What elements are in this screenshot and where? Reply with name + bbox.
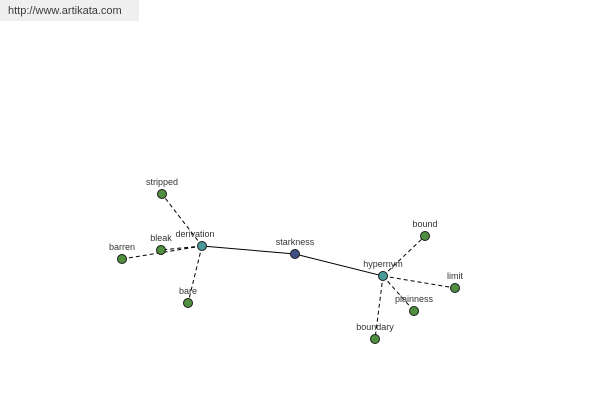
node-center[interactable]: starkness	[276, 237, 315, 259]
edge-hypernym-bound	[382, 235, 426, 277]
node-word-plainness[interactable]: plainness	[395, 294, 434, 316]
node-word-bound-label: bound	[412, 219, 437, 229]
node-word-plainness-marker[interactable]	[409, 306, 419, 316]
edge-center-hypernym	[294, 253, 384, 277]
node-word-bound-marker[interactable]	[420, 231, 430, 241]
node-word-bare[interactable]: bare	[179, 286, 197, 308]
node-word-bare-label: bare	[179, 286, 197, 296]
node-word-barren-marker[interactable]	[117, 254, 127, 264]
node-word-plainness-label: plainness	[395, 294, 434, 304]
node-relation-derivation[interactable]: derivation	[175, 229, 215, 251]
node-word-boundary-marker[interactable]	[370, 334, 380, 344]
node-word-limit-label: limit	[447, 271, 463, 281]
node-word-limit[interactable]: limit	[447, 271, 463, 293]
node-center-label: starkness	[276, 237, 315, 247]
edge-derivation-bare	[187, 245, 203, 304]
node-word-bare-marker[interactable]	[183, 298, 193, 308]
edge-center-derivation	[201, 245, 296, 255]
node-word-boundary[interactable]: boundary	[356, 322, 394, 344]
node-relation-hypernym[interactable]: hypernym	[363, 259, 403, 281]
edge-hypernym-limit	[382, 275, 456, 289]
node-word-limit-marker[interactable]	[450, 283, 460, 293]
edge-derivation-bleak	[160, 245, 203, 251]
node-word-stripped-label: stripped	[146, 177, 178, 187]
nodes-layer: starkness derivation stripped bleak barren ba…	[109, 177, 463, 344]
edge-hypernym-plainness	[382, 275, 415, 312]
node-relation-derivation-label: derivation	[175, 229, 214, 239]
node-relation-derivation-marker[interactable]	[197, 241, 207, 251]
edges-layer	[121, 193, 456, 340]
node-word-boundary-label: boundary	[356, 322, 394, 332]
node-word-barren-label: barren	[109, 242, 135, 252]
node-word-stripped-marker[interactable]	[157, 189, 167, 199]
node-word-bound[interactable]: bound	[412, 219, 438, 241]
source-link[interactable]: http://www.artikata.com	[8, 5, 122, 17]
source-bar: http://www.artikata.com	[0, 0, 139, 21]
node-word-bleak-label: bleak	[150, 233, 172, 243]
node-relation-hypernym-marker[interactable]	[378, 271, 388, 281]
node-center-marker[interactable]	[290, 249, 300, 259]
node-word-bleak-marker[interactable]	[156, 245, 166, 255]
node-relation-hypernym-label: hypernym	[363, 259, 403, 269]
node-word-barren[interactable]: barren	[109, 242, 135, 264]
node-word-bleak[interactable]: bleak	[150, 233, 172, 255]
edge-derivation-stripped	[161, 193, 203, 247]
node-word-stripped[interactable]: stripped	[146, 177, 178, 199]
edge-hypernym-boundary	[374, 275, 384, 340]
